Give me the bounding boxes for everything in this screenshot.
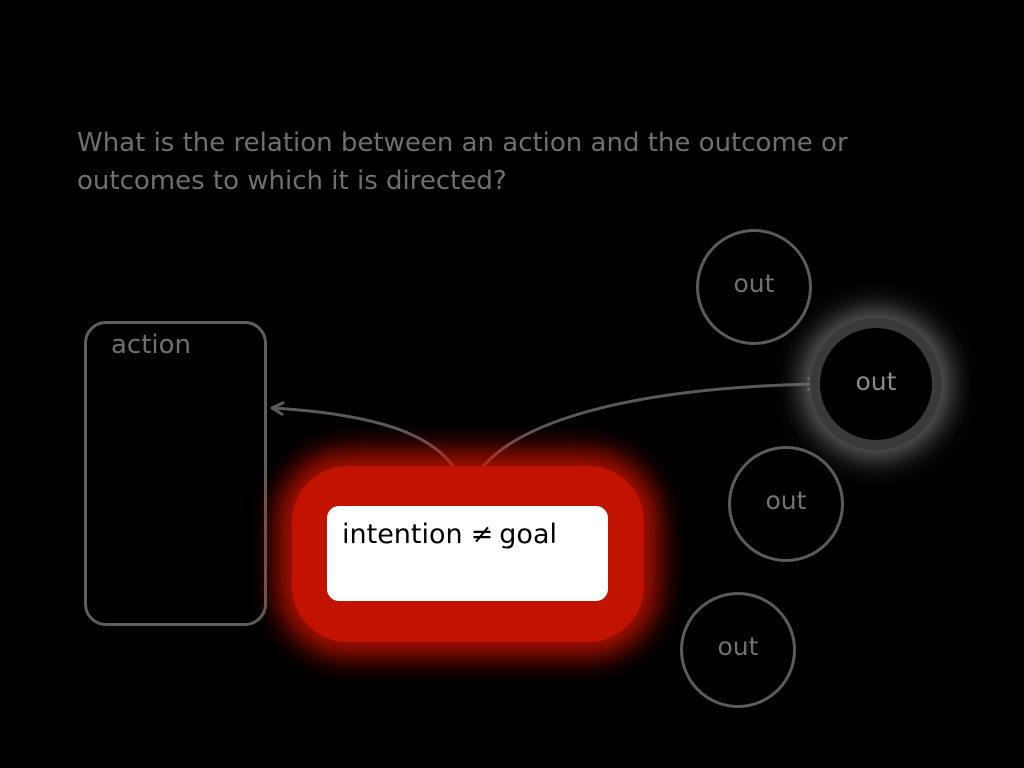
outcome-circle: out <box>728 446 844 562</box>
outcome-label: out <box>855 366 897 396</box>
question-text: What is the relation between an action a… <box>77 128 848 196</box>
goal-word: goal <box>499 519 557 550</box>
outcome-circle: out <box>680 592 796 708</box>
outcome-label: out <box>717 631 759 661</box>
intention-word: intention <box>342 519 463 550</box>
outcome-circle: out <box>696 229 812 345</box>
outcome-circle-highlighted: out <box>820 328 932 440</box>
intention-box: intention≠goal <box>327 506 608 601</box>
outcome-label: out <box>765 485 807 515</box>
action-box: action <box>84 321 267 626</box>
not-equal-symbol: ≠ <box>470 519 494 550</box>
outcome-label: out <box>733 268 775 298</box>
action-label: action <box>111 330 192 360</box>
